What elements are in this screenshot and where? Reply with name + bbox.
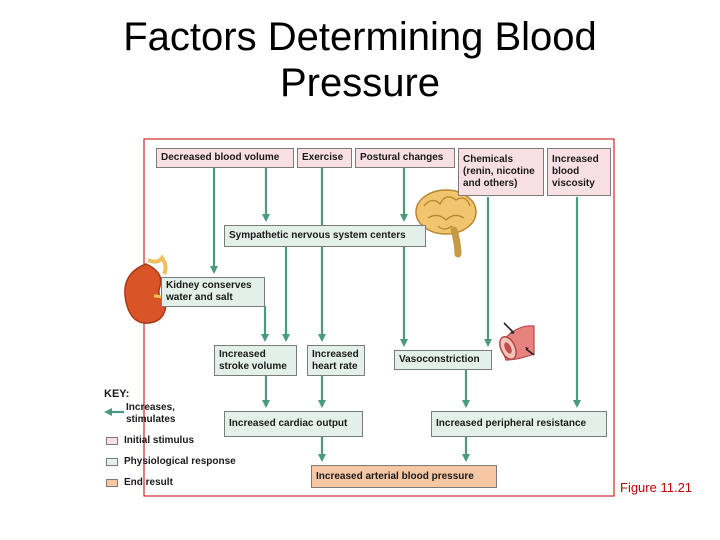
box-postural-changes: Postural changes (355, 148, 455, 168)
key-swatch-end (106, 479, 118, 487)
box-sympathetic-centers: Sympathetic nervous system centers (224, 225, 426, 247)
key-end-label: End result (124, 477, 173, 488)
box-kidney-conserves: Kidney conserves water and salt (161, 277, 265, 307)
key-heading: KEY: (104, 388, 130, 400)
slide-title: Factors Determining Blood Pressure (0, 14, 720, 106)
box-increased-heart-rate: Increased heart rate (307, 345, 365, 376)
brain-icon (415, 189, 477, 258)
key-swatch-response (106, 458, 118, 466)
blood-vessel-icon (499, 322, 535, 361)
key-initial-label: Initial stimulus (124, 435, 195, 446)
kidney-icon (124, 254, 168, 324)
key-swatch-initial (106, 437, 118, 445)
box-increased-arterial-pressure: Increased arterial blood pressure (311, 465, 497, 488)
key-response-label: Physiological response (124, 456, 236, 467)
figure-label: Figure 11.21 (620, 480, 693, 495)
box-increased-peripheral-resistance: Increased peripheral resistance (431, 411, 607, 437)
box-decreased-blood-volume: Decreased blood volume (156, 148, 294, 168)
slide-title-line2: Pressure (279, 61, 441, 105)
box-chemicals: Chemicals (renin, nicotine and others) (458, 148, 544, 196)
box-vasoconstriction: Vasoconstriction (394, 350, 492, 370)
box-increased-blood-viscosity: Increased blood viscosity (547, 148, 611, 196)
box-exercise: Exercise (297, 148, 352, 168)
arrows (210, 168, 581, 462)
box-increased-stroke-volume: Increased stroke volume (214, 345, 297, 376)
box-increased-cardiac-output: Increased cardiac output (224, 411, 363, 437)
key-arrow-icon (104, 408, 124, 416)
slide-title-line1: Factors Determining Blood (123, 15, 597, 59)
key-arrow-label: Increases, stimulates (126, 402, 176, 425)
